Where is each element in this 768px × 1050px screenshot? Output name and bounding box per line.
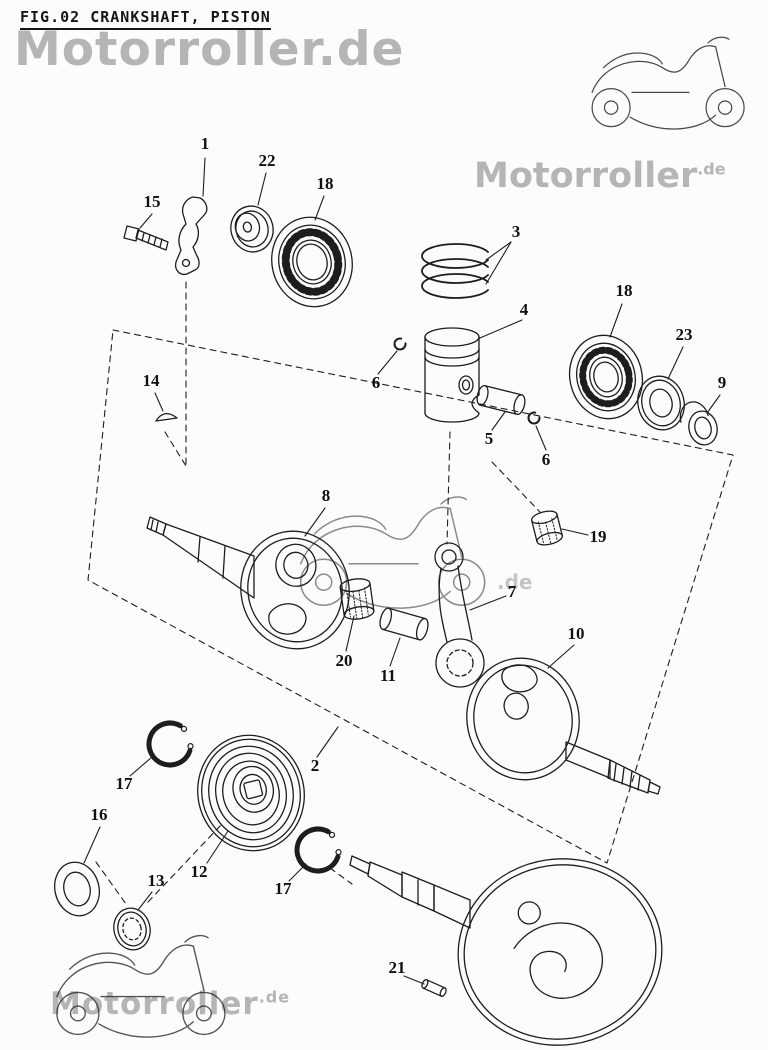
piston-pin-5 [476, 384, 526, 416]
seal-23 [637, 375, 685, 431]
connecting-rod-7 [434, 542, 485, 688]
piston-rings-3 [421, 243, 491, 299]
crank-half-left-8 [146, 516, 350, 650]
output-shaft-disc [349, 855, 663, 1046]
bearing-18-right [568, 334, 644, 420]
leader-lines [83, 157, 721, 985]
key-14 [155, 413, 178, 422]
bearing-18-left [271, 216, 353, 308]
watermark-scooter-mid [299, 496, 486, 609]
watermark-small-de: .de [497, 570, 533, 594]
circlip-17-upper [146, 720, 194, 768]
watermark-mid-de: .de [697, 159, 726, 179]
bracket-1 [174, 196, 208, 276]
circlip-17-lower [294, 826, 342, 874]
pulley-12 [197, 734, 305, 852]
figure-title: FIG.02 CRANKSHAFT, PISTON [20, 8, 271, 30]
circlip-6-right [527, 411, 541, 425]
needle-bearing-19 [531, 510, 563, 546]
needle-cage-20 [339, 578, 375, 620]
watermark-mid-text: Motorroller [474, 156, 698, 196]
piston-4 [424, 327, 480, 423]
roller-22 [230, 205, 274, 253]
pin-21 [421, 979, 447, 997]
spacer-9 [679, 401, 718, 446]
watermark-scooter-bottom [56, 934, 226, 1038]
watermark-scooter-top [591, 36, 745, 130]
construction-lines [87, 281, 734, 905]
washer-16 [54, 861, 100, 917]
watermark-mid: Motorroller.de [474, 156, 726, 196]
crank-half-right-10 [466, 657, 661, 795]
bolt-15 [123, 225, 169, 251]
circlip-6-left [393, 337, 407, 351]
watermark-bottom-de: .de [258, 987, 291, 1007]
lock-washer-13 [113, 907, 151, 951]
crank-pin-11 [379, 607, 429, 641]
watermark-headline: Motorroller.de [14, 22, 405, 77]
